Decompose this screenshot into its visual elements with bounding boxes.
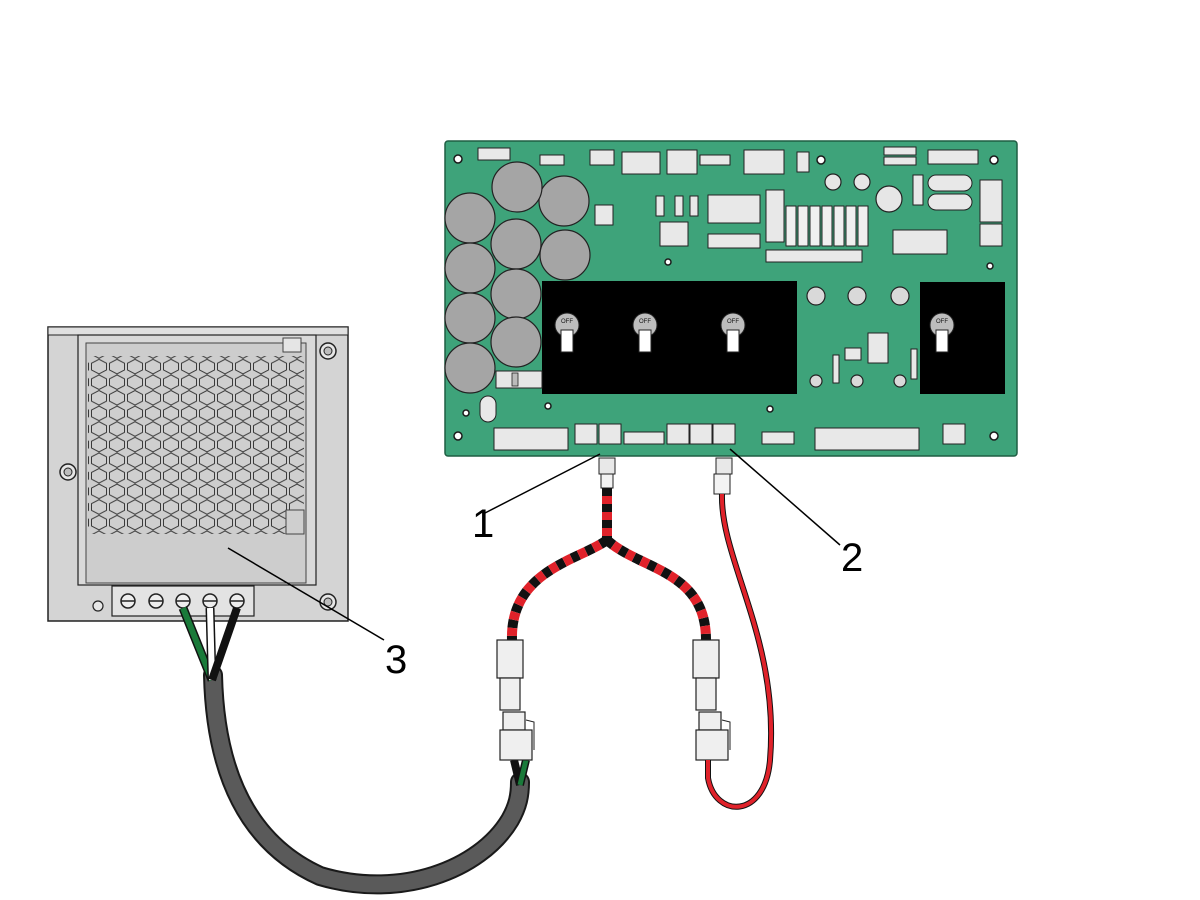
relay-switch: OFF bbox=[720, 312, 746, 353]
terminal-screw-icon bbox=[148, 593, 164, 609]
switch-label: OFF bbox=[639, 319, 651, 325]
terminal-screw-icon bbox=[229, 593, 245, 609]
terminal-screw-icon bbox=[175, 593, 191, 609]
relay-switch: OFF bbox=[929, 312, 955, 353]
psu-screw-icon bbox=[59, 463, 77, 481]
callout-3: 3 bbox=[227, 547, 407, 682]
callout-1: 1 bbox=[472, 453, 601, 546]
power-supply bbox=[47, 326, 349, 622]
y-jumper-harness bbox=[496, 457, 731, 761]
heatsink bbox=[920, 282, 1005, 394]
callout-label: 1 bbox=[472, 502, 494, 546]
capacitor-bank bbox=[444, 161, 591, 394]
psu-vent-mesh bbox=[88, 356, 304, 534]
switch-label: OFF bbox=[936, 319, 948, 325]
switch-label: OFF bbox=[727, 319, 739, 325]
terminal-screw-icon bbox=[202, 593, 218, 609]
psu-screw-icon bbox=[319, 593, 337, 611]
terminal-screw-icon bbox=[120, 593, 136, 609]
control-board: OFF OFF OFF OFF bbox=[444, 140, 1018, 457]
ac-power-cable bbox=[178, 606, 530, 895]
heatsink bbox=[542, 281, 797, 394]
callout-2: 2 bbox=[729, 448, 863, 580]
psu-screw-icon bbox=[319, 342, 337, 360]
red-lead-wire bbox=[705, 457, 775, 810]
relay-switch: OFF bbox=[554, 312, 580, 353]
switch-label: OFF bbox=[561, 319, 573, 325]
callout-label: 3 bbox=[385, 638, 407, 682]
relay-switch: OFF bbox=[632, 312, 658, 353]
callout-label: 2 bbox=[841, 536, 863, 580]
